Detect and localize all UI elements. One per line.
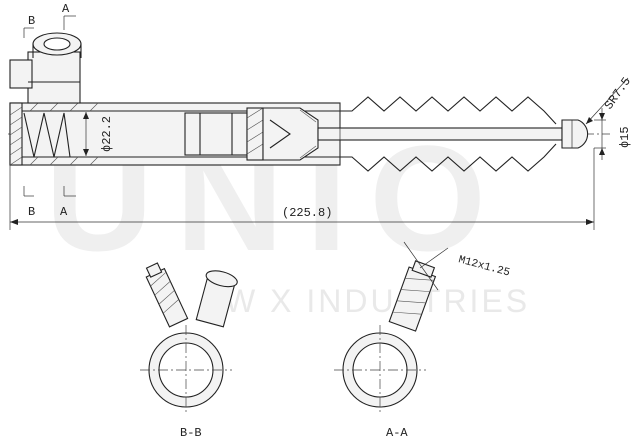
section-marker-a-bottom: A [60,205,68,219]
sphere-radius-callout: SR7.5 [585,75,634,125]
inlet-port [9,32,82,104]
bore-diameter-label: ϕ22.2 [100,116,114,152]
return-spring [23,112,71,158]
section-markers: B A B A [23,2,76,219]
bore-dimension: ϕ22.2 [83,112,114,156]
section-aa-view: M12x1.25 A-A [334,241,511,440]
overall-length-dimension: (225.8) [9,148,595,230]
watermark-subtitle: W X INDUSTRIES [225,283,530,319]
section-marker-b-top: B [28,14,35,28]
section-bb-view: B-B [140,262,238,440]
spherical-end [561,119,589,149]
section-aa-title: A-A [386,426,408,440]
dust-boot-top [340,96,557,125]
piston [184,107,264,161]
rod-diameter-label: ϕ15 [618,126,632,148]
sphere-radius-label: SR7.5 [602,75,634,113]
push-rod-head [262,107,319,161]
section-marker-a-top: A [62,2,70,16]
section-marker-b-bottom: B [28,205,35,219]
dust-boot-bottom [340,143,557,172]
rod-dimension: ϕ15 [594,108,632,160]
push-rod [317,127,563,141]
section-bb-title: B-B [180,426,202,440]
overall-length-label: (225.8) [282,206,332,220]
